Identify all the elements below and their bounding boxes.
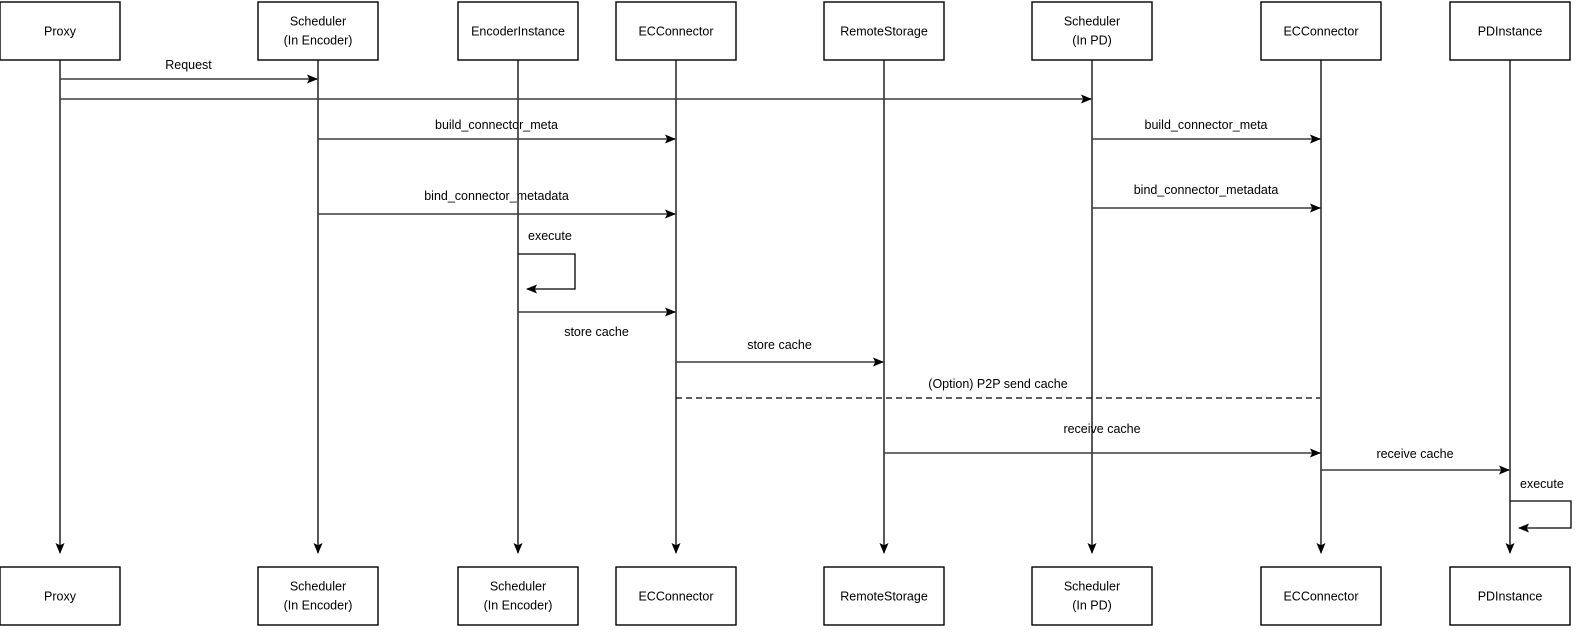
participant-label-line2: (In PD) xyxy=(1072,598,1112,612)
message-label: receive cache xyxy=(1063,422,1140,436)
participant-box-rect xyxy=(0,566,121,626)
participant-box-pd_instance-top[interactable]: PDInstance xyxy=(1449,1,1571,61)
participant-label-line2: (In Encoder) xyxy=(284,598,353,612)
participant-box-ec_connector_right-bottom[interactable]: ECConnector xyxy=(1260,566,1382,626)
participant-box-proxy-bottom[interactable]: Proxy xyxy=(0,566,121,626)
message-label: execute xyxy=(1520,477,1564,491)
participant-box-rect xyxy=(615,566,737,626)
participant-boxes-top: Proxy Scheduler (In Encoder) EncoderInstanc… xyxy=(0,1,1571,61)
message-label: Request xyxy=(165,58,212,72)
participant-box-rect xyxy=(1031,1,1153,61)
participant-box-rect xyxy=(457,566,579,626)
participant-label-line1: Scheduler xyxy=(1064,14,1120,28)
participant-label-line1: EncoderInstance xyxy=(471,24,565,38)
participant-box-rect xyxy=(615,1,737,61)
messages-layer: Request build_connector_meta build_connect… xyxy=(60,58,1572,533)
message-label: (Option) P2P send cache xyxy=(928,377,1067,391)
message-self-loop-path xyxy=(518,253,576,294)
participant-box-pd_instance-bottom[interactable]: PDInstance xyxy=(1449,566,1571,626)
participant-box-ec_connector_right-top[interactable]: ECConnector xyxy=(1260,1,1382,61)
message-m3[interactable]: build_connector_meta xyxy=(318,118,676,144)
participant-box-remote_storage-bottom[interactable]: RemoteStorage xyxy=(823,566,945,626)
message-m11[interactable]: receive cache xyxy=(884,422,1321,458)
participant-label-line1: RemoteStorage xyxy=(840,24,928,38)
participant-label-line1: Scheduler xyxy=(490,579,546,593)
participant-label-line2: (In PD) xyxy=(1072,33,1112,47)
participant-label-line1: ECConnector xyxy=(1283,24,1358,38)
participant-label-line1: Proxy xyxy=(44,589,77,603)
participant-box-rect xyxy=(257,566,379,626)
participant-box-rect xyxy=(457,1,579,61)
message-self-loop-path xyxy=(1510,500,1572,533)
participant-label-line1: ECConnector xyxy=(638,589,713,603)
participant-label-line2: (In Encoder) xyxy=(284,33,353,47)
participant-box-rect xyxy=(823,1,945,61)
participant-box-scheduler_pd-bottom[interactable]: Scheduler (In PD) xyxy=(1031,566,1153,626)
participant-box-rect xyxy=(1260,566,1382,626)
message-m13[interactable]: execute xyxy=(1510,477,1572,533)
participant-box-ec_connector_left-top[interactable]: ECConnector xyxy=(615,1,737,61)
participant-label-line1: ECConnector xyxy=(638,24,713,38)
participant-label-line1: Scheduler xyxy=(290,14,346,28)
participant-box-rect xyxy=(257,1,379,61)
participant-label-line1: RemoteStorage xyxy=(840,589,928,603)
participant-box-rect xyxy=(0,1,121,61)
participant-box-rect xyxy=(1449,1,1571,61)
participant-box-rect xyxy=(823,566,945,626)
message-label: bind_connector_metadata xyxy=(424,189,569,203)
participant-label-line1: Scheduler xyxy=(290,579,346,593)
participant-box-scheduler_pd-top[interactable]: Scheduler (In PD) xyxy=(1031,1,1153,61)
message-label: build_connector_meta xyxy=(435,118,558,132)
participant-box-remote_storage-top[interactable]: RemoteStorage xyxy=(823,1,945,61)
message-m5[interactable]: bind_connector_metadata xyxy=(318,189,676,219)
message-m10[interactable]: (Option) P2P send cache xyxy=(676,377,1320,399)
participant-label-line1: Scheduler xyxy=(1064,579,1120,593)
message-m9[interactable]: store cache xyxy=(676,338,884,367)
participant-box-scheduler_encoder-bottom[interactable]: Scheduler (In Encoder) xyxy=(257,566,379,626)
message-label: store cache xyxy=(747,338,812,352)
message-m12[interactable]: receive cache xyxy=(1321,447,1510,475)
participant-box-encoder_instance-top[interactable]: EncoderInstance xyxy=(457,1,579,61)
participant-box-scheduler_encoder-top[interactable]: Scheduler (In Encoder) xyxy=(257,1,379,61)
participant-label-line1: PDInstance xyxy=(1478,24,1543,38)
message-label: build_connector_meta xyxy=(1145,118,1268,132)
message-m1[interactable]: Request xyxy=(60,58,318,84)
lifelines-layer xyxy=(55,60,1515,554)
message-label: receive cache xyxy=(1376,447,1453,461)
participant-box-proxy-top[interactable]: Proxy xyxy=(0,1,121,61)
participant-label-line1: PDInstance xyxy=(1478,589,1543,603)
message-label: bind_connector_metadata xyxy=(1134,183,1279,197)
participant-label-line2: (In Encoder) xyxy=(484,598,553,612)
participant-label-line1: ECConnector xyxy=(1283,589,1358,603)
participant-box-rect xyxy=(1031,566,1153,626)
participant-box-rect xyxy=(1260,1,1382,61)
message-label: store cache xyxy=(564,325,629,339)
message-label: execute xyxy=(528,229,572,243)
participant-label-line1: Proxy xyxy=(44,24,77,38)
message-m4[interactable]: build_connector_meta xyxy=(1092,118,1321,144)
message-m8[interactable]: store cache xyxy=(518,307,676,339)
participant-box-ec_connector_left-bottom[interactable]: ECConnector xyxy=(615,566,737,626)
participant-boxes-bottom: Proxy Scheduler (In Encoder) Scheduler (In E… xyxy=(0,566,1571,626)
message-m6[interactable]: bind_connector_metadata xyxy=(1092,183,1321,213)
participant-box-encoder_instance-bottom[interactable]: Scheduler (In Encoder) xyxy=(457,566,579,626)
message-m7[interactable]: execute xyxy=(518,229,576,294)
participant-box-rect xyxy=(1449,566,1571,626)
